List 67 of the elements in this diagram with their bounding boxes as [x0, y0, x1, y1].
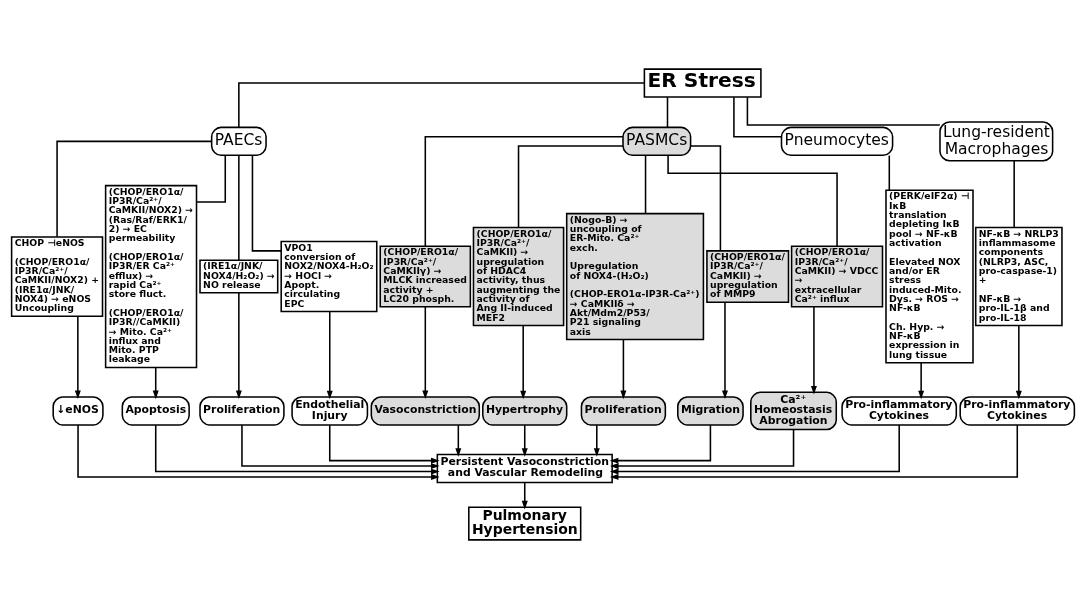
arrow — [610, 428, 795, 469]
arrow — [241, 423, 440, 469]
node-box: (CHOP/ERO1α/IP3R/Ca²⁺/CaMKII) → upregulation of HDAC4 activity, thus augmenting the activity of Ang II-induced MEF2 — [472, 226, 565, 326]
node-box: (Nogo-B) → uncoupling of ER-Mito. Ca²⁺ exch. Upregulation of NOX4-(H₂O₂) (CHOP-ERO1α-IP3R-Ca²⁺) → CaMKIIδ → Akt/Mdm2/P53/P21 signaling axis — [565, 212, 705, 340]
node-box: Lung-resident Macrophages — [939, 120, 1054, 162]
node-box: Apoptosis — [121, 395, 190, 426]
node-box: Proliferation — [580, 395, 667, 426]
connector — [424, 135, 624, 247]
arrow — [520, 324, 527, 399]
node-box: PASMCs — [622, 126, 692, 156]
node-box: PAECs — [210, 126, 267, 156]
arrow — [521, 423, 528, 457]
node-box: VPO1 conversion of NOX2/NOX4-H₂O₂ → HOCl → Apopt. circulating EPC — [280, 240, 378, 312]
node-box: (CHOP/ERO1α/IP3R/Ca²⁺/CaMKIIγ) → MLCK increased activity + LC20 phosph. — [379, 244, 472, 308]
node-box: Pulmonary Hypertension — [468, 506, 582, 541]
arrow — [154, 423, 440, 475]
node-box: ER Stress — [643, 67, 762, 98]
node-box: Vasoconstriction — [370, 395, 481, 426]
arrow — [609, 423, 900, 475]
arrow — [521, 481, 528, 509]
node-box: Proliferation — [199, 395, 285, 426]
node-box: Pro-inflammatory Cytokines — [959, 395, 1076, 426]
arrow — [722, 301, 728, 399]
node-box: Ca²⁺ Homeostasis Abrogation — [750, 391, 838, 430]
arrow — [152, 366, 159, 399]
arrow — [918, 361, 925, 399]
arrow — [455, 423, 462, 457]
arrow — [422, 305, 429, 399]
arrow — [609, 423, 1019, 480]
connector — [1013, 159, 1015, 228]
arrow — [593, 423, 600, 457]
node-box: CHOP ⊣eNOS (CHOP/ERO1α/IP3R/Ca²⁺/CaMKII/NOX2) + (IRE1α/JNK/NOX4) → eNOS Uncoupling — [10, 235, 104, 317]
arrow — [328, 423, 440, 464]
connector — [195, 154, 227, 203]
connector — [666, 95, 669, 128]
arrow — [620, 338, 627, 399]
node-box: Migration — [677, 395, 744, 426]
arrow — [77, 423, 440, 480]
connector — [56, 140, 213, 237]
node-box: (IRE1α/JNK/NOX4/H₂O₂) → NO release — [199, 258, 279, 294]
node-box: Endothelial Injury — [291, 395, 369, 426]
node-box: (CHOP/ERO1α/IP3R/Ca²⁺/CaMKII) → VDCC → extracellular Ca²⁺ influx — [790, 244, 884, 308]
connector — [644, 154, 647, 214]
node-box: Pneumocytes — [780, 126, 894, 156]
node-box: (CHOP/ERO1α/IP3R/Ca²⁺/CaMKII) → upregulation of MMP9 — [706, 249, 790, 303]
connector — [238, 81, 646, 128]
connector — [238, 154, 240, 261]
node-box: Hypertrophy — [482, 395, 568, 426]
connector — [888, 154, 891, 191]
arrow — [609, 423, 712, 464]
node-box: Persistent Vasoconstriction and Vascular Remodeling — [436, 453, 613, 483]
arrow — [1015, 324, 1022, 399]
arrow — [810, 305, 817, 394]
connector — [251, 154, 282, 252]
node-box: Pro-inflammatory Cytokines — [841, 395, 958, 426]
connector — [746, 96, 941, 126]
connector — [667, 154, 838, 247]
arrow — [74, 315, 81, 399]
connector — [733, 95, 783, 137]
arrow — [326, 310, 333, 399]
connector — [690, 144, 722, 252]
connector — [517, 144, 624, 228]
node-box: NF-κB → NRLP3 inflammasome components (NLRP3, ASC, pro-caspase-1) + NF-κB → pro-IL-1β and pro-IL-18 — [974, 226, 1063, 326]
node-box: (PERK/eIF2α) ⊣ IκB translation depleting IκB pool → NF-κB activation Elevated NOX and/or ER stress induced-Mito. Dys. → ROS → NF-κB Ch. Hyp. → NF-κB expression in lung tissue — [885, 189, 974, 364]
arrow — [235, 291, 242, 399]
node-box: (CHOP/ERO1α/IP3R/Ca²⁺/CaMKII/NOX2) → (Ras/Raf/ERK1/2) → EC permeability (CHOP/ERO1α/IP3R/ER Ca²⁺ efflux) → rapid Ca²⁺ store fluct. (CHOP/ERO1α/IP3R//CaMKII) → Mito. Ca²⁺ influx and Mito. PTP leakage — [104, 184, 198, 368]
node-box: ↓eNOS — [52, 395, 104, 426]
